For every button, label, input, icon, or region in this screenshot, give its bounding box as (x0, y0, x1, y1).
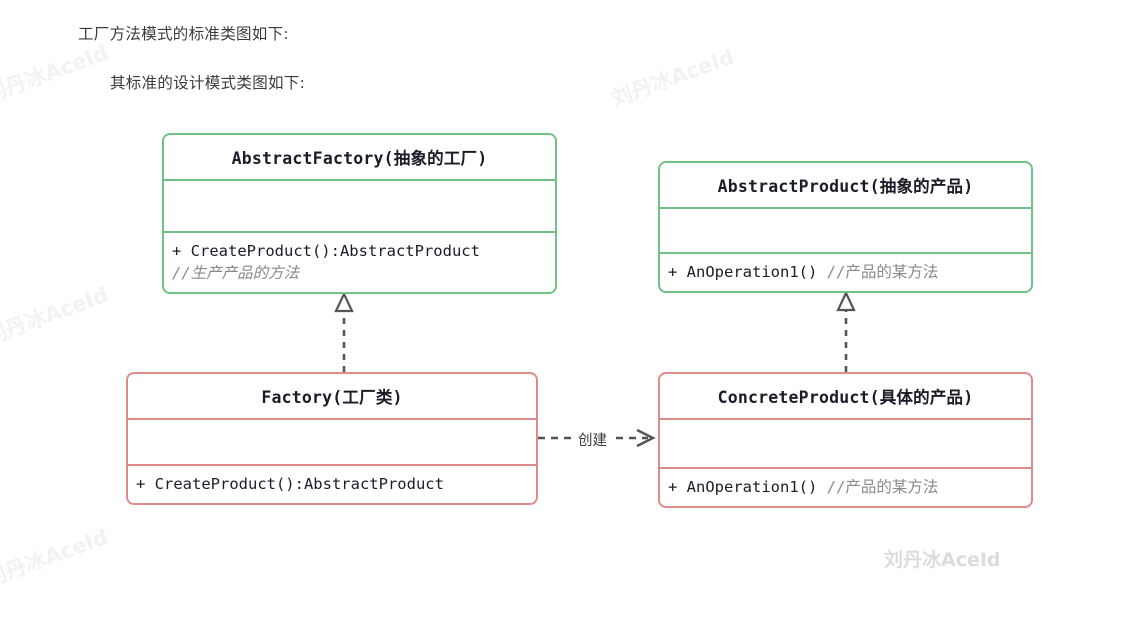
heading-primary: 工厂方法模式的标准类图如下: (78, 25, 289, 43)
class-title-abstract-factory: AbstractFactory(抽象的工厂) (231, 149, 488, 168)
operation-comment: //生产产品的方法 (172, 264, 300, 282)
operation-signature: + CreateProduct():AbstractProduct (136, 475, 444, 493)
class-box-abstract-factory[interactable]: AbstractFactory(抽象的工厂) + CreateProduct()… (162, 133, 557, 294)
class-attributes-factory (128, 420, 536, 464)
class-separator (128, 418, 536, 420)
class-operations-concrete-product: + AnOperation1() //产品的某方法 (660, 469, 1031, 506)
class-separator (660, 418, 1031, 420)
class-title-factory: Factory(工厂类) (261, 388, 403, 407)
class-attributes-abstract-factory (164, 181, 555, 231)
class-title-concrete-product: ConcreteProduct(具体的产品) (717, 388, 974, 407)
class-box-factory[interactable]: Factory(工厂类) + CreateProduct():AbstractP… (126, 372, 538, 505)
realization-concreteproduct-to-abstractproduct (836, 290, 856, 372)
class-separator (660, 207, 1031, 209)
class-operations-abstract-factory: + CreateProduct():AbstractProduct //生产产品… (164, 233, 555, 292)
operation-signature: + CreateProduct():AbstractProduct (172, 242, 480, 260)
class-separator (660, 467, 1031, 469)
class-operations-abstract-product: + AnOperation1() //产品的某方法 (660, 254, 1031, 291)
class-operations-factory: + CreateProduct():AbstractProduct (128, 466, 536, 503)
class-attributes-concrete-product (660, 420, 1031, 467)
operation-signature: + AnOperation1() (668, 263, 818, 281)
operation-signature: + AnOperation1() (668, 478, 818, 496)
operation-comment: //产品的某方法 (826, 478, 939, 496)
edge-label-create: 创建 (575, 429, 610, 450)
class-attributes-abstract-product (660, 209, 1031, 252)
class-separator (164, 231, 555, 233)
class-box-abstract-product[interactable]: AbstractProduct(抽象的产品) + AnOperation1() … (658, 161, 1033, 293)
realization-factory-to-abstractfactory (334, 291, 354, 372)
heading-secondary: 其标准的设计模式类图如下: (110, 74, 306, 92)
operation-comment: //产品的某方法 (826, 263, 939, 281)
class-title-abstract-product: AbstractProduct(抽象的产品) (717, 177, 974, 196)
class-separator (128, 464, 536, 466)
class-box-concrete-product[interactable]: ConcreteProduct(具体的产品) + AnOperation1() … (658, 372, 1033, 508)
class-separator (164, 179, 555, 181)
class-separator (660, 252, 1031, 254)
